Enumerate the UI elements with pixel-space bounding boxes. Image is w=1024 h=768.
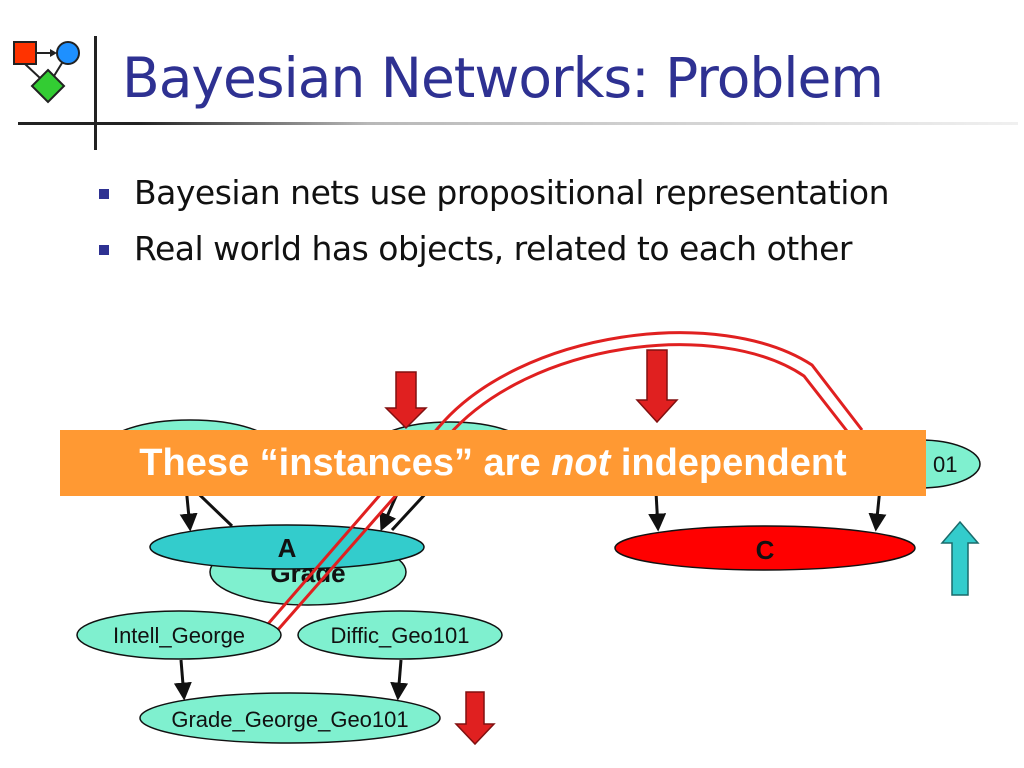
banner-text-part2: independent [620,441,847,484]
node-grade-george-geo101-label: Grade_George_Geo101 [171,707,408,732]
node-grade-george-geo101 [139,692,441,744]
node-c [614,525,916,571]
slide-logo [13,41,80,104]
red-down-arrow-icon [635,349,679,424]
title-rule-horizontal [18,122,1018,125]
red-down-arrow-icon [384,371,428,430]
title-rule-vertical [94,36,97,150]
bullet-item: Real world has objects, related to each … [96,226,889,282]
node-diffic-geo101-label: Diffic_Geo101 [330,623,469,648]
bullet-item: Bayesian nets use propositional represen… [96,170,890,226]
banner-text-part1: These “instances” are [139,441,541,484]
bullet-text: Bayesian nets use propositional represen… [134,173,890,212]
dependency-arc-outer [266,331,864,625]
banner-text-emphasis: not [551,441,611,484]
node-a [149,524,425,570]
bullet-text: Real world has objects, related to each … [134,229,853,268]
independence-banner: These “instances” are not independent [60,430,926,496]
node-intell-right-label: 01 [933,452,957,477]
bullet-list: Bayesian nets use propositional represen… [96,170,890,282]
node-intell-george-label: Intell_George [113,623,245,648]
square-bullet-icon [99,245,109,255]
node-c-label: C [756,535,775,565]
node-intell-george [76,610,282,660]
node-diffic-geo101 [297,610,503,660]
slide-title: Bayesian Networks: Problem [122,46,884,110]
dependency-arc-inner [274,343,856,633]
node-a-label: A [278,533,297,563]
red-down-arrow-icon [454,691,496,746]
square-bullet-icon [99,189,109,199]
teal-up-arrow-icon [940,520,980,596]
logo-green-diamond-icon [30,68,66,104]
